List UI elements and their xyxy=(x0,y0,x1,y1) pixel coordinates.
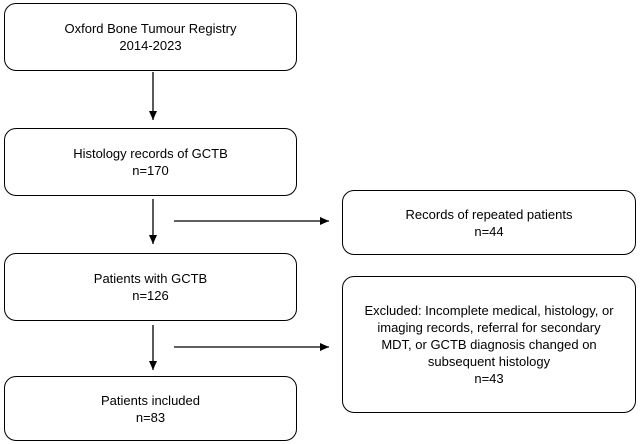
patients-label: Patients with GCTB xyxy=(93,271,208,286)
patients-count: n=126 xyxy=(132,288,169,303)
included-label: Patients included xyxy=(100,392,200,408)
repeated-count: n=44 xyxy=(474,223,504,239)
repeated-label: Records of repeated patients xyxy=(405,206,573,222)
histology-box: Histology records of GCTB n=170 xyxy=(4,128,297,196)
histology-count: n=170 xyxy=(132,163,169,178)
included-box: Patients included n=83 xyxy=(4,376,297,441)
included-count: n=83 xyxy=(135,409,166,425)
excluded-line-4: subsequent histology xyxy=(427,354,551,369)
excluded-line-3: MDT, or GCTB diagnosis changed on xyxy=(381,337,597,352)
histology-label: Histology records of GCTB xyxy=(73,146,228,161)
excluded-line-1: Excluded: Incomplete medical, histology,… xyxy=(364,303,614,318)
patients-box: Patients with GCTB n=126 xyxy=(4,253,297,321)
excluded-box: Excluded: Incomplete medical, histology,… xyxy=(342,276,636,413)
repeated-box: Records of repeated patients n=44 xyxy=(342,190,636,255)
excluded-count: n=43 xyxy=(474,371,504,386)
registry-title: Oxford Bone Tumour Registry xyxy=(64,21,237,36)
excluded-line-2: imaging records, referral for secondary xyxy=(377,320,601,335)
registry-years: 2014-2023 xyxy=(119,38,182,53)
registry-box: Oxford Bone Tumour Registry 2014-2023 xyxy=(4,3,297,71)
